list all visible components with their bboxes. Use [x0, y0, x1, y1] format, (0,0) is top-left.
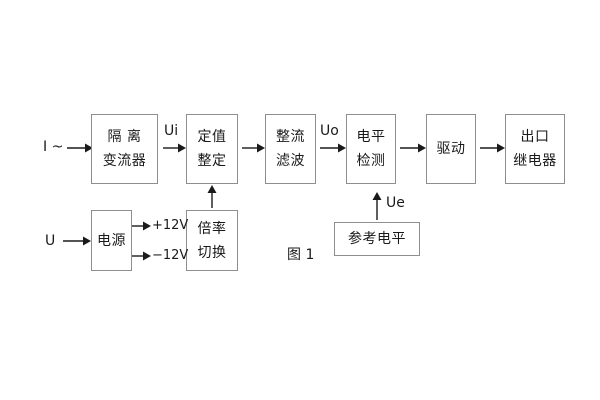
label-input-voltage: U — [45, 233, 56, 249]
figure-caption: 图 1 — [287, 247, 315, 263]
block-level-detection-line-2: 检测 — [356, 153, 386, 169]
block-rectify-filter-line-2: 滤波 — [276, 153, 305, 169]
block-output-relay-line-2: 继电器 — [513, 153, 557, 169]
block-drive: 驱动 — [426, 114, 476, 184]
connector-power-supply-positive — [132, 221, 151, 231]
block-rectify-filter: 整流 滤波 — [265, 114, 316, 184]
block-level-detection-line-1: 电平 — [356, 129, 386, 145]
block-power-supply-line-1: 电源 — [97, 232, 126, 249]
block-rectify-filter-line-1: 整流 — [276, 129, 305, 145]
block-reference-level-line-1: 参考电平 — [348, 231, 406, 247]
block-reference-level: 参考电平 — [334, 222, 420, 256]
label-supply-positive: +12V — [152, 218, 189, 233]
block-setting-value-line-2: 整定 — [197, 153, 227, 169]
block-multiplier-switch-line-2: 切换 — [197, 244, 227, 261]
connector-power-supply-negative — [132, 251, 151, 261]
connector-multiplier-to-setting — [207, 185, 217, 208]
connector-level-to-drive — [400, 143, 426, 153]
connector-input-voltage-to-power-supply — [63, 236, 91, 246]
block-multiplier-switch: 倍率 切换 — [186, 210, 238, 271]
block-multiplier-switch-line-1: 倍率 — [197, 220, 227, 237]
connector-rectify-to-level — [320, 143, 346, 153]
block-setting-value: 定值 整定 — [186, 114, 238, 184]
connector-setting-to-rectify — [242, 143, 265, 153]
block-isolation-transformer-line-1: 隔 离 — [107, 129, 142, 145]
connector-input-to-isolation — [67, 143, 93, 153]
label-input-current: I ~ — [43, 139, 64, 155]
block-setting-value-line-1: 定值 — [197, 129, 227, 145]
label-signal-uo: Uo — [320, 123, 339, 139]
block-power-supply: 电源 — [91, 210, 132, 271]
connector-reference-to-level — [372, 192, 382, 220]
label-supply-negative: −12V — [152, 248, 189, 263]
block-output-relay: 出口 继电器 — [505, 114, 565, 184]
label-signal-ui: Ui — [164, 123, 179, 139]
connector-isolation-to-setting — [163, 143, 186, 153]
connector-drive-to-output-relay — [480, 143, 505, 153]
block-isolation-transformer-line-2: 变流器 — [102, 153, 147, 169]
block-drive-line-1: 驱动 — [436, 141, 466, 157]
block-isolation-transformer: 隔 离 变流器 — [91, 114, 158, 184]
label-signal-ue: Ue — [386, 195, 405, 211]
block-output-relay-line-1: 出口 — [520, 129, 550, 145]
block-level-detection: 电平 检测 — [346, 114, 396, 184]
